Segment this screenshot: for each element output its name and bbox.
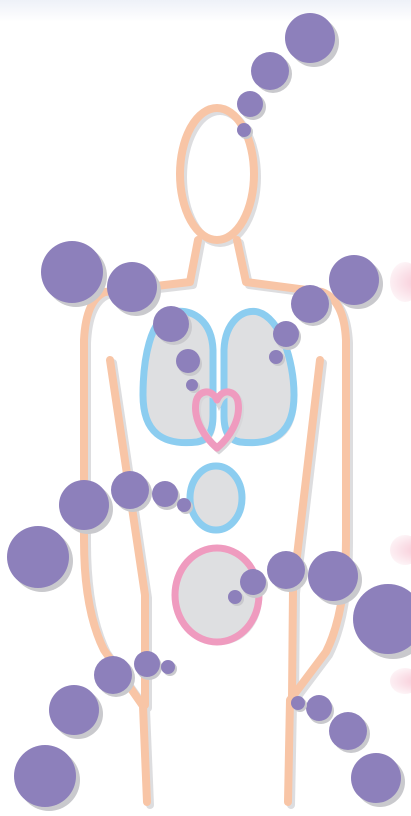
callout-bubble-icon: [351, 753, 401, 803]
callout-bubble-icon: [329, 255, 379, 305]
callout-bubble-icon: [251, 52, 289, 90]
bubble-chain-lower-right: [291, 695, 405, 807]
bubble-chain-head: [237, 13, 339, 139]
callout-bubble-icon: [306, 695, 332, 721]
callout-bubble-icon: [329, 712, 367, 750]
callout-bubble-icon: [161, 660, 175, 674]
callout-bubble-icon: [134, 651, 160, 677]
bubble-chain-upper-right: [269, 255, 383, 366]
callout-bubble-icon: [308, 551, 358, 601]
callout-bubble-icon: [186, 379, 198, 391]
callout-bubble-icon: [269, 350, 283, 364]
callout-bubble-icon: [49, 685, 99, 735]
callout-bubble-icon: [291, 696, 305, 710]
callout-bubble-icon: [176, 349, 200, 373]
callout-bubble-icon: [14, 745, 76, 807]
callout-bubble-icon: [228, 590, 242, 604]
callout-bubble-icon: [237, 123, 251, 137]
callout-bubble-icon: [353, 584, 411, 654]
stomach-icon: [190, 466, 244, 532]
callout-bubble-icon: [59, 480, 109, 530]
callout-bubble-icon: [237, 91, 263, 117]
bubble-chain-middle-left: [7, 471, 193, 592]
callout-bubble-icon: [107, 262, 157, 312]
callout-bubble-icon: [41, 241, 103, 303]
callout-bubble-icon: [273, 321, 299, 347]
callout-bubble-icon: [153, 306, 189, 342]
callout-bubble-icon: [267, 551, 305, 589]
callout-bubble-icon: [291, 285, 329, 323]
callout-bubble-icon: [111, 471, 149, 509]
callout-bubble-icon: [152, 481, 178, 507]
callout-bubble-icon: [285, 13, 335, 63]
callout-bubble-icon: [94, 656, 132, 694]
callout-bubble-icon: [177, 498, 191, 512]
callout-bubble-icon: [240, 569, 266, 595]
callout-bubble-icon: [7, 526, 69, 588]
